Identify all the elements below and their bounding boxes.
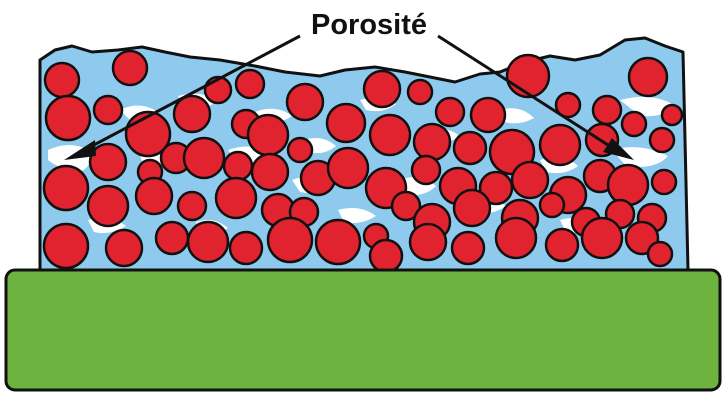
particle: [113, 51, 147, 85]
particle: [507, 55, 549, 97]
particle: [316, 220, 360, 264]
particle: [410, 224, 446, 260]
particle: [436, 98, 464, 126]
particle: [471, 98, 505, 132]
particle: [370, 240, 402, 272]
particle: [408, 80, 432, 104]
particle: [412, 156, 440, 184]
particle: [156, 222, 188, 254]
particle: [44, 224, 88, 268]
particle: [44, 166, 88, 210]
particle: [224, 152, 252, 180]
particle: [106, 230, 142, 266]
particle: [608, 165, 648, 205]
particle: [188, 222, 228, 262]
particle: [94, 96, 122, 124]
particle: [414, 124, 450, 160]
particle: [288, 138, 312, 162]
particle: [236, 70, 264, 98]
particle: [287, 84, 323, 120]
particle: [88, 186, 128, 226]
particle: [648, 242, 672, 266]
particle: [629, 58, 667, 96]
particle: [370, 115, 410, 155]
particle: [230, 232, 262, 264]
particle: [364, 71, 400, 107]
particle: [540, 193, 564, 217]
substrate: [6, 270, 720, 390]
particle: [593, 96, 621, 124]
particle: [454, 190, 490, 226]
particle: [45, 63, 79, 97]
particle: [622, 112, 646, 136]
particle: [327, 104, 365, 142]
porosity-label: Porosité: [311, 9, 427, 41]
particle: [650, 128, 674, 152]
particle: [540, 125, 580, 165]
particle: [184, 138, 224, 178]
particle: [178, 192, 206, 220]
particle: [328, 148, 368, 188]
particle: [136, 178, 172, 214]
particle: [452, 232, 484, 264]
particle: [268, 218, 312, 262]
particle: [252, 154, 288, 190]
particle: [512, 162, 548, 198]
particle: [216, 178, 256, 218]
particle: [248, 115, 288, 155]
particle: [546, 229, 578, 261]
particle: [496, 218, 536, 258]
particle: [46, 96, 90, 140]
particle: [652, 170, 676, 194]
particle: [582, 218, 622, 258]
particle: [454, 132, 486, 164]
particle: [662, 105, 682, 125]
